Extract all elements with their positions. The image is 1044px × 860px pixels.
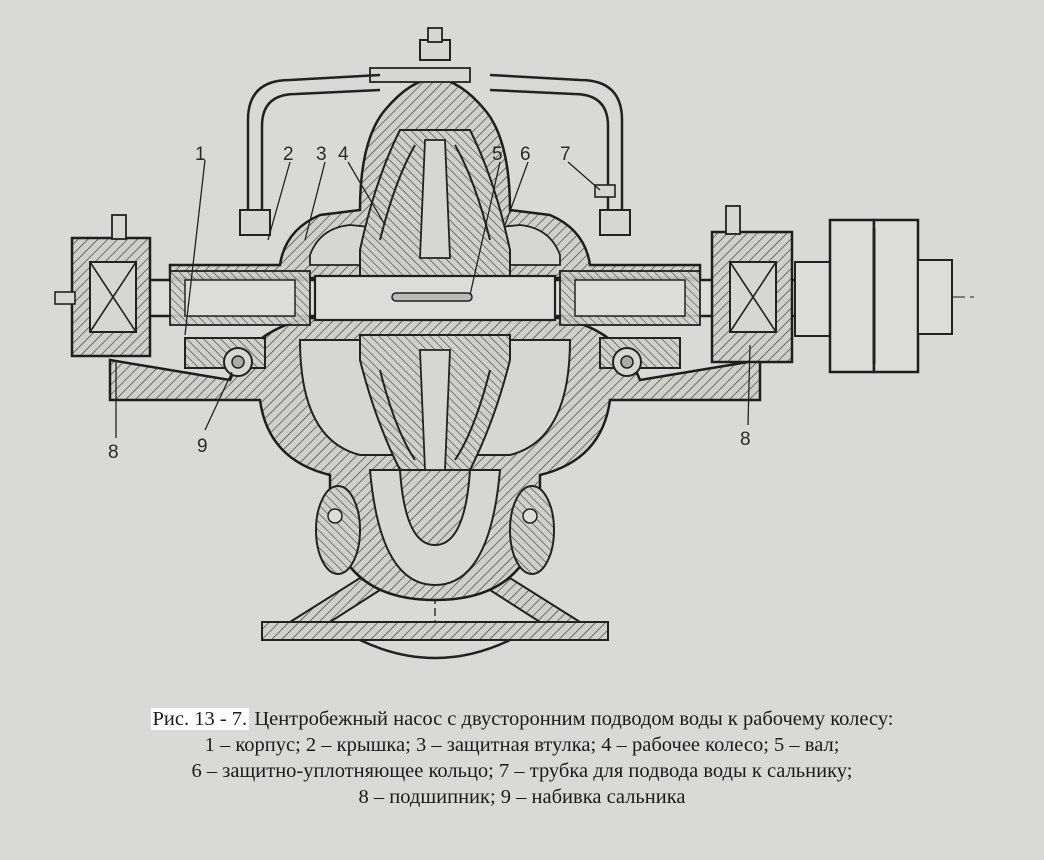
callout-5: 5 (492, 144, 503, 165)
callout-8-left: 8 (108, 442, 119, 463)
pump-shaft (83, 270, 837, 326)
bearing-left (54, 214, 152, 358)
figure-title: Центробежный насос с двусторонним подвод… (249, 708, 894, 730)
figure-caption: Рис. 13 - 7. Центробежный насос с двусто… (0, 706, 1044, 810)
pump-cover-upper (168, 27, 702, 280)
pump-cross-section-drawing: 1 2 3 4 5 6 7 8 9 8 (54, 27, 975, 660)
caption-line-3: 6 – защитно-уплотняющее кольцо; 7 – труб… (191, 760, 853, 782)
callout-6: 6 (520, 144, 531, 165)
leader-lines (115, 159, 751, 438)
callout-7: 7 (560, 144, 571, 165)
callout-3: 3 (316, 144, 327, 165)
caption-line-4: 8 – подшипник; 9 – набивка сальника (358, 786, 686, 808)
bearing-right (710, 205, 794, 364)
callout-9: 9 (197, 436, 208, 457)
gland-packing (184, 337, 681, 377)
seal-water-tube (239, 73, 631, 236)
callout-8-right: 8 (740, 429, 751, 450)
callout-4: 4 (338, 144, 349, 165)
caption-line-1: Рис. 13 - 7. Центробежный насос с двусто… (0, 706, 1044, 732)
shaft-coupling (794, 218, 953, 374)
callout-2: 2 (283, 144, 294, 165)
callout-1: 1 (195, 144, 206, 165)
caption-line-2: 1 – корпус; 2 – крышка; 3 – защитная вту… (204, 734, 840, 756)
figure-label: Рис. 13 - 7. (150, 708, 250, 730)
